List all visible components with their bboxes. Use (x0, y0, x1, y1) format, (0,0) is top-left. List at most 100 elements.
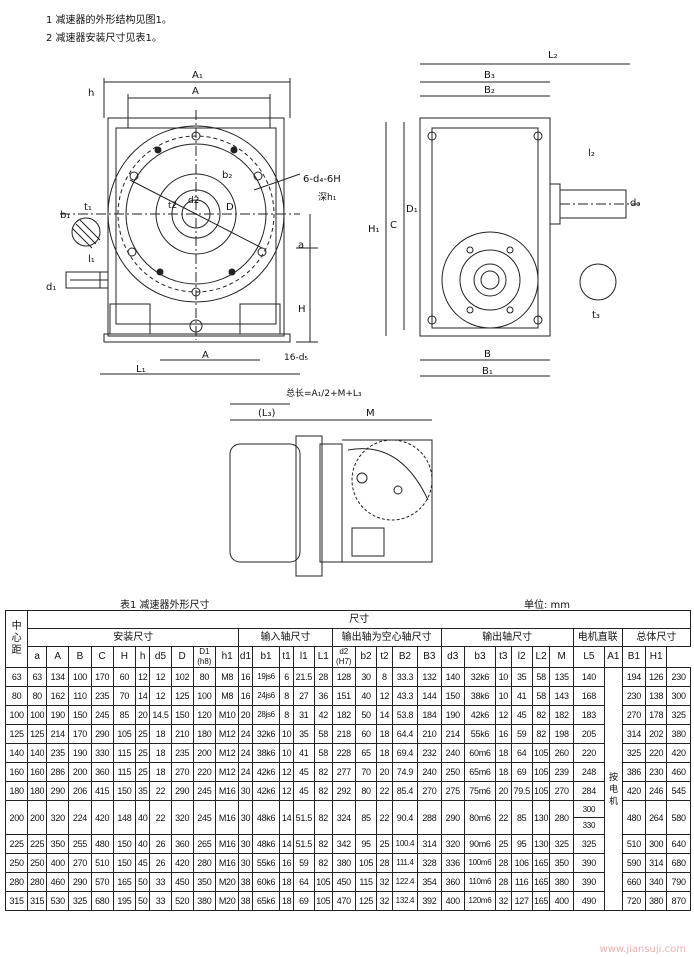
label-t2: t2 (168, 201, 177, 211)
header-col: A (46, 646, 70, 668)
label-M: M (366, 408, 375, 419)
table-cell: 42k6 (463, 705, 497, 725)
header-group: 输入轴尺寸 (238, 628, 333, 647)
table-cell: 58 (531, 686, 551, 706)
table-cell: 80 (4, 686, 29, 706)
table-cell: 30 (238, 781, 253, 801)
table-cell: 65k6 (251, 891, 281, 911)
table-cell: 38k6 (251, 743, 281, 763)
table-cell: 50 (134, 872, 151, 892)
table-cell: 64 (292, 872, 315, 892)
table-cell: 24 (238, 762, 253, 782)
table-cell: 65m6 (463, 762, 497, 782)
table-cell: 30 (238, 834, 253, 854)
table-cell: 58 (313, 743, 333, 763)
table-cell: 400 (46, 853, 70, 873)
table-cell: 280 (27, 872, 48, 892)
table-cell: 32k6 (251, 724, 281, 744)
table-cell: 22 (376, 781, 393, 801)
table-cell: 33 (149, 872, 172, 892)
table-cell: 14 (279, 834, 294, 854)
label-formula: 总长=A₁/2+M+L₃ (286, 387, 362, 399)
header-col: B2 (391, 646, 419, 668)
label-b1: b₁ (60, 210, 70, 221)
table-cell: 314 (621, 724, 647, 744)
table-cell: 28 (495, 853, 512, 873)
table-cell: 53.8 (391, 705, 419, 725)
table-cell: 218 (331, 724, 356, 744)
table-cell: 570 (90, 872, 114, 892)
table-cell: 380 (331, 853, 356, 873)
table-cell: 18 (376, 743, 393, 763)
label-A: A (192, 86, 199, 97)
table-cell: 43.3 (391, 686, 419, 706)
table-cell: 260 (549, 743, 574, 763)
table-cell: 325 (666, 705, 691, 725)
table-cell: 38 (238, 872, 253, 892)
header-col: b2 (354, 646, 378, 668)
table-cell: 32 (495, 891, 512, 911)
motor-view: 总长=A₁/2+M+L₃ (L₃) M (229, 387, 433, 577)
table-cell: 106 (510, 853, 533, 873)
label-D: D (226, 202, 234, 213)
table-cell: 420 (621, 781, 647, 801)
table-cell: 16 (238, 667, 253, 687)
table-cell: 270 (549, 781, 574, 801)
table-cell: 162 (46, 686, 70, 706)
table-cell: 288 (417, 800, 442, 835)
table-cell: 41 (292, 743, 315, 763)
table-cell: 105 (112, 724, 136, 744)
table-cell: 290 (170, 781, 194, 801)
table-cell: 200 (68, 762, 92, 782)
header-col: M (549, 646, 574, 668)
table-cell: 85 (112, 705, 136, 725)
table-cell: 105 (531, 762, 551, 782)
table-cell: 69 (292, 891, 315, 911)
table-cell: 111.4 (391, 853, 419, 873)
table-cell: 290 (68, 872, 92, 892)
table-cell: 70 (354, 762, 378, 782)
table-cell: 286 (46, 762, 70, 782)
table-cell: 60 (112, 667, 136, 687)
header-col: d3 (440, 646, 465, 668)
table-cell: 230 (645, 762, 668, 782)
table-cell: 150 (112, 781, 136, 801)
table-cell: 214 (440, 724, 465, 744)
table-cell: 420 (170, 853, 194, 873)
table-cell: 270 (621, 705, 647, 725)
table-cell: 100 (4, 705, 29, 725)
table-cell: 342 (331, 834, 356, 854)
table-cell: 33.3 (391, 667, 419, 687)
table-cell: 115 (354, 872, 378, 892)
table-cell: 190 (46, 705, 70, 725)
table-cell: 100 (192, 686, 216, 706)
label-callout: 6-d₄-6H (303, 174, 341, 185)
table-cell: 85 (510, 800, 533, 835)
table-cell: 290 (90, 724, 114, 744)
table-cell: 105 (531, 743, 551, 763)
table-cell: 20 (238, 705, 253, 725)
table-cell: 64 (510, 743, 533, 763)
table-cell: 328 (417, 853, 442, 873)
table-cell: 140 (572, 667, 605, 687)
table-cell: 125 (354, 891, 378, 911)
table-cell: 275 (440, 781, 465, 801)
table-cell: 90m6 (463, 834, 497, 854)
table-cell: 480 (90, 834, 114, 854)
table-cell: 25 (495, 834, 512, 854)
label-A1: A₁ (192, 70, 203, 81)
table-cell: 22 (149, 781, 172, 801)
table-cell: 16 (238, 686, 253, 706)
header-col: l1 (292, 646, 315, 668)
table-cell: 24 (238, 743, 253, 763)
table-cell: 79.5 (510, 781, 533, 801)
header-col: a (27, 646, 48, 668)
table-cell: 60 (354, 724, 378, 744)
note-2: 2 减速器安装尺寸见表1。 (46, 33, 162, 44)
table-cell: 35 (134, 781, 151, 801)
table-cell: 59 (292, 853, 315, 873)
